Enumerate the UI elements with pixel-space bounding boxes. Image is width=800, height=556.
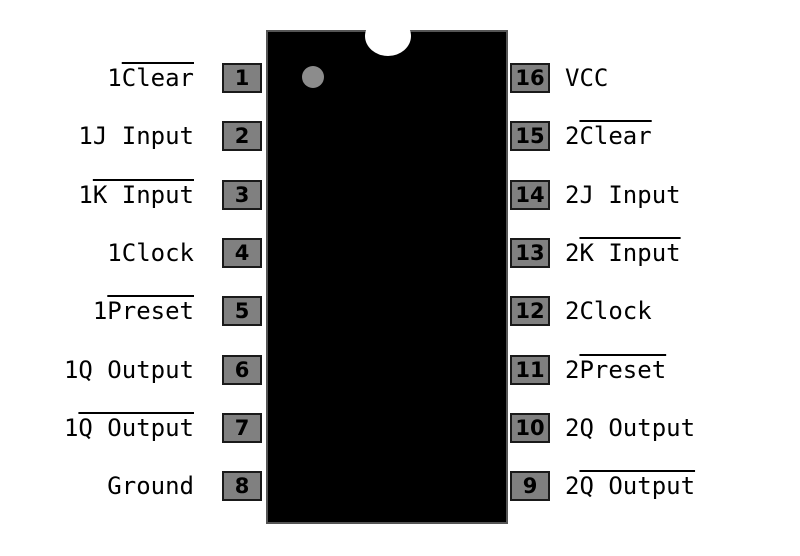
pin-9-label-overbar: Q Output (579, 472, 696, 501)
pin-5-label-text: 1 (92, 297, 108, 326)
pin-15: 15 (510, 121, 550, 152)
pin-14-label-text: 2J Input (565, 180, 681, 209)
pin-10-label: 2Q Output (565, 413, 695, 443)
pin-15-label-overbar: Clear (579, 122, 652, 151)
pin-4-label: 1Clock (107, 238, 194, 268)
pin-5-label-overbar: Preset (107, 297, 194, 326)
ic-chip-body (266, 16, 508, 524)
pin-7-label: 1Q Output (64, 413, 194, 443)
pin-12-label-text: 2Clock (565, 297, 652, 326)
pin-10: 10 (510, 412, 550, 443)
pin-10-label-text: 2Q Output (565, 413, 696, 442)
pin-5: 5 (222, 296, 262, 327)
pin-15-label: 2Clear (565, 121, 652, 151)
pin-3: 3 (222, 179, 262, 210)
pin-13-label-overbar: K Input (579, 238, 681, 267)
pin-3-label-text: 1 (78, 180, 93, 209)
pin-12-label: 2Clock (565, 296, 652, 326)
pin-13-label: 2K Input (565, 238, 681, 268)
pin-12: 12 (510, 296, 550, 327)
pin-8-label: Ground (107, 471, 194, 501)
pin-2: 2 (222, 121, 262, 152)
pin-4-label-text: 1Clock (107, 238, 194, 267)
pin-5-label: 1Preset (93, 296, 194, 326)
pin-14: 14 (510, 179, 550, 210)
pin-6: 6 (222, 354, 262, 385)
pin-1-label-text: 1 (107, 64, 122, 92)
pin-9-label: 2Q Output (565, 471, 695, 501)
pin-7-label-overbar: Q Output (78, 413, 194, 442)
pin-14-label: 2J Input (565, 180, 681, 210)
chip-notch (365, 16, 411, 56)
pin-13-label-text: 2 (565, 238, 580, 267)
pin-11-label-text: 2 (565, 355, 580, 384)
pin-13: 13 (510, 237, 550, 268)
pin1-indicator-dot (302, 66, 324, 88)
pin-16-label: VCC (565, 63, 608, 93)
pin-11-label-overbar: Preset (579, 355, 667, 384)
pin-6-label-text: 1Q Output (63, 355, 194, 384)
pin-3-label: 1K Input (78, 180, 194, 210)
pin-9-label-text: 2 (565, 472, 580, 501)
pin-4: 4 (222, 237, 262, 268)
pin-8-label-text: Ground (107, 472, 194, 501)
pin-16: 16 (510, 63, 550, 93)
pin-1-label-overbar: Clear (121, 64, 194, 92)
pin-11-label: 2Preset (565, 355, 666, 385)
pin-9: 9 (510, 471, 550, 502)
pin-2-label: 1J Input (78, 121, 194, 151)
pin-16-label-text: VCC (565, 64, 609, 92)
pin-7: 7 (222, 412, 262, 443)
pin-7-label-text: 1 (63, 413, 79, 442)
pin-1-label: 1Clear (107, 63, 194, 93)
pin-8: 8 (222, 471, 262, 502)
pin-3-label-overbar: K Input (92, 180, 194, 209)
pin-1: 1 (222, 63, 262, 93)
pin-11: 11 (510, 354, 550, 385)
pin-2-label-text: 1J Input (78, 122, 194, 151)
pin-15-label-text: 2 (565, 122, 580, 151)
pin-6-label: 1Q Output (64, 355, 194, 385)
